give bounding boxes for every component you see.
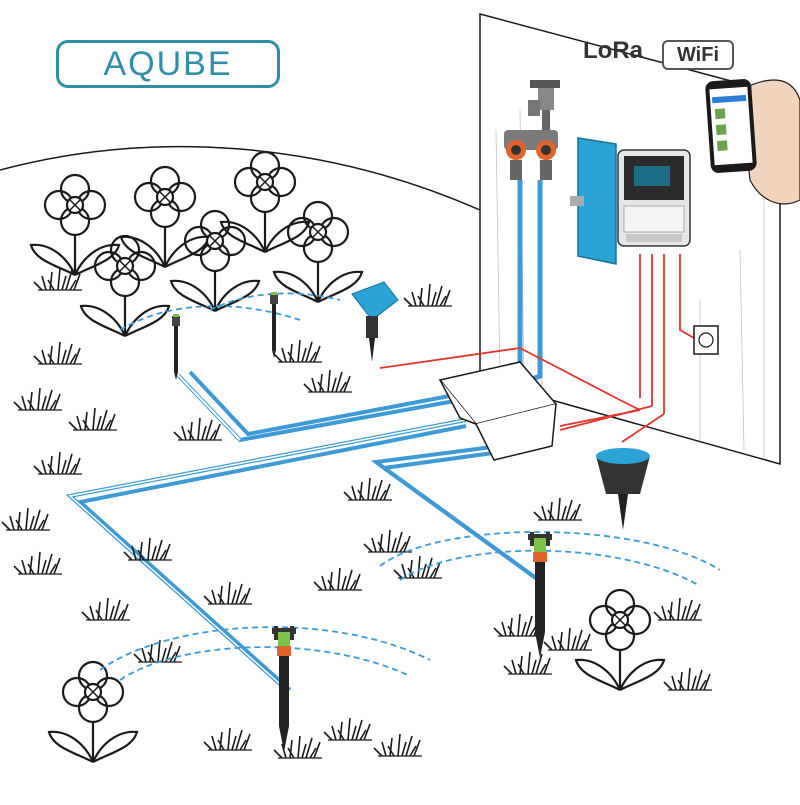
brand-logo: AQUBE — [56, 40, 280, 88]
faucet-icon — [528, 80, 560, 130]
sprinkler-icon — [172, 314, 180, 380]
wifi-badge: WiFi — [662, 40, 734, 70]
garden-boundary — [0, 145, 481, 211]
controller-icon — [570, 137, 691, 265]
sprinkler-icon — [272, 626, 296, 752]
outlet-icon — [693, 325, 719, 355]
flower-icon — [169, 209, 261, 313]
flower-icon — [272, 200, 364, 304]
junction-box-icon — [438, 361, 558, 461]
brand-logo-text: AQUBE — [103, 44, 233, 83]
water-pipes — [65, 180, 546, 692]
flower-icon — [574, 588, 666, 692]
lora-badge: LoRa — [578, 34, 648, 68]
rain-gauge-icon — [596, 448, 650, 530]
flower-icon — [219, 150, 311, 254]
water-spray — [99, 292, 721, 681]
power-wires — [379, 254, 695, 443]
lora-badge-text: LoRa — [583, 37, 643, 64]
sensor-icon — [351, 281, 399, 362]
flower-icon — [29, 173, 121, 277]
wifi-badge-text: WiFi — [676, 43, 720, 66]
flower-icon — [119, 165, 211, 269]
phone-icon — [705, 79, 800, 205]
splitter-icon — [504, 130, 558, 180]
sprinkler-icon — [270, 292, 278, 358]
